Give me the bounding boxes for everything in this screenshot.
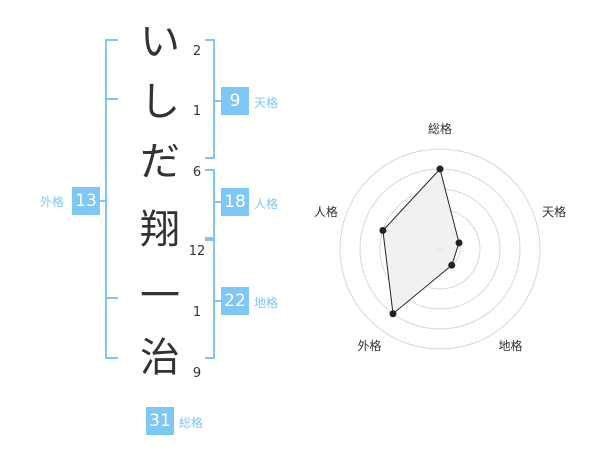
radar-point-2: [448, 261, 456, 269]
chikaku-value-badge: 22: [221, 287, 249, 315]
stroke-count: 1: [192, 305, 202, 320]
radar-point-1: [455, 239, 463, 247]
stroke-count: 6: [192, 165, 202, 180]
radar-grid-ring: [339, 148, 541, 350]
gaikaku-bracket: [105, 39, 118, 359]
radar-point-4: [379, 226, 387, 234]
soukaku-label: 総格: [179, 416, 204, 430]
stroke-count: 12: [188, 244, 206, 259]
stroke-count: 9: [192, 366, 202, 381]
radar-point-3: [389, 310, 397, 318]
radar-axis-label: 天格: [542, 204, 566, 219]
stroke-count: 2: [192, 44, 202, 59]
radar-data-polygon: [382, 167, 460, 315]
soukaku-value-badge: 31: [146, 407, 174, 435]
tenkaku-label: 天格: [254, 96, 279, 110]
tenkaku-value-badge: 9: [221, 87, 249, 115]
name-char: し: [140, 79, 180, 125]
jinkaku-value-badge: 18: [221, 188, 249, 216]
chikaku-bracket: [205, 239, 215, 359]
radar-axis-label: 人格: [314, 204, 338, 219]
radar-axis-label: 外格: [357, 338, 381, 353]
name-diagram: い し だ 翔 一 治 2 1 6 12 1 9 外格 13 9 天格 18 人…: [40, 19, 279, 435]
name-char: だ: [140, 139, 180, 185]
radar-point-0: [436, 165, 444, 173]
gaikaku-value-badge: 13: [72, 187, 100, 215]
radar-data-points: [379, 165, 463, 318]
jinkaku-bracket: [205, 169, 215, 239]
radar-axis-label: 地格: [498, 338, 522, 353]
name-char: い: [140, 19, 180, 65]
name-char: 翔: [140, 207, 180, 253]
name-char: 治: [140, 335, 180, 381]
jinkaku-label: 人格: [254, 197, 279, 211]
chikaku-label: 地格: [254, 296, 279, 310]
stroke-count: 1: [192, 104, 202, 119]
gaikaku-label: 外格: [40, 195, 65, 209]
tenkaku-bracket: [205, 39, 215, 159]
bracket-lines: [92, 39, 222, 359]
name-char: 一: [140, 273, 180, 319]
radar-axis-label: 総格: [428, 121, 452, 136]
